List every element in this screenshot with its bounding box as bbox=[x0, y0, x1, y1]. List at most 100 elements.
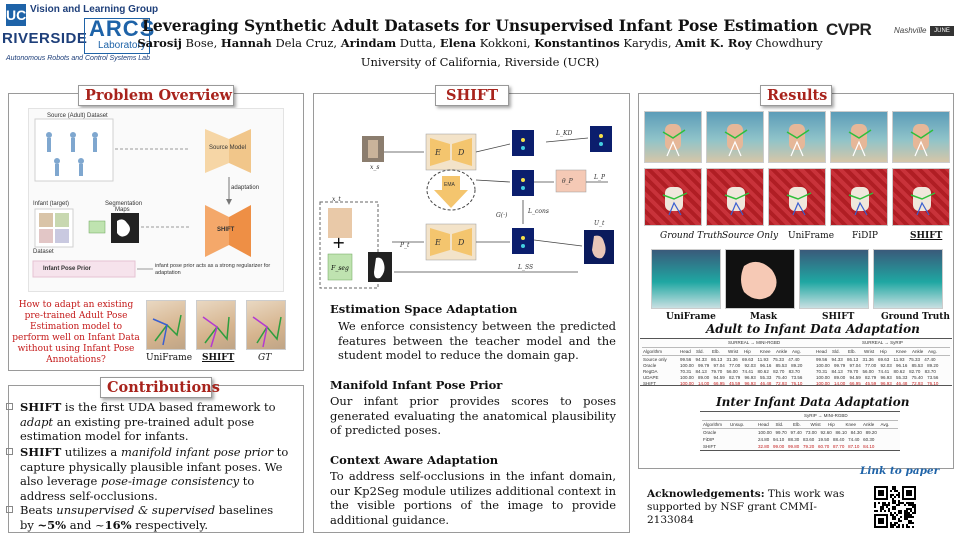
cvpr-date-badge: JUNE 11-15, 2025 bbox=[930, 26, 954, 54]
label-xs: x_s bbox=[370, 164, 380, 171]
label-encoder-top: E bbox=[435, 148, 441, 157]
results-heading: Results bbox=[760, 85, 832, 106]
result-image-top-3 bbox=[830, 111, 888, 163]
table1-col-header: Elb. bbox=[712, 349, 720, 354]
result-image-bottom-3 bbox=[830, 168, 888, 226]
author-name: Elena Kokkoni bbox=[439, 36, 527, 50]
checkbox-icon bbox=[6, 403, 13, 410]
infant-images-icon bbox=[39, 213, 69, 243]
table1-col-header: Avg. bbox=[792, 349, 801, 354]
result-caption-source-only: Source Only bbox=[722, 231, 779, 241]
caption-uniframe: UniFrame bbox=[146, 353, 193, 363]
qr-code-icon[interactable] bbox=[874, 486, 916, 528]
contribution-item-2: SHIFT utilizes a manifold infant pose pr… bbox=[6, 445, 290, 503]
result-image-bottom-2 bbox=[768, 168, 826, 226]
link-to-paper[interactable]: Link to paper bbox=[860, 465, 940, 477]
table2-col-header: Head bbox=[758, 422, 769, 427]
table2-row-name: Oracle bbox=[703, 430, 717, 435]
label-infant-pose-prior: Infant Pose Prior bbox=[43, 266, 92, 272]
affiliation: University of California, Riverside (UCR… bbox=[360, 55, 600, 69]
table1-row-name: UDAPE bbox=[643, 375, 659, 380]
table2-row-name: FiDIP bbox=[703, 437, 715, 442]
label-source-model: Source Model bbox=[209, 145, 247, 151]
table1-row-values: 100.00 99.79 97.04 77.00 92.03 96.16 85.… bbox=[680, 363, 803, 368]
table1-col-header: Wrist bbox=[728, 349, 739, 354]
ucr-logo: UC bbox=[6, 4, 26, 26]
author-name: Konstantinos Karydis bbox=[534, 36, 668, 50]
table1-col-header: Wrist bbox=[864, 349, 875, 354]
table1-row-name: RegDA bbox=[643, 369, 658, 374]
section-title-manifold: Manifold Infant Pose Prior bbox=[330, 378, 503, 392]
heatmap-icon-group bbox=[512, 126, 612, 254]
table2-col-header: Knee bbox=[845, 422, 857, 427]
table1-row-name: Source only bbox=[643, 357, 667, 362]
label-maps: Maps bbox=[115, 207, 130, 213]
table1-row-values: 70.31 84.13 79.70 56.00 74.41 80.62 82.7… bbox=[816, 369, 936, 374]
shift-heading: SHIFT bbox=[435, 85, 509, 106]
table1-col-header: Ankle bbox=[776, 349, 788, 354]
poster-title: Leveraging Synthetic Adult Datasets for … bbox=[141, 16, 819, 35]
infant-thumb-gt bbox=[246, 300, 286, 350]
table1-col-header: Sld. bbox=[696, 349, 704, 354]
result-image-top-0 bbox=[644, 111, 702, 163]
table1-title: Adult to Infant Data Adaptation bbox=[706, 322, 920, 336]
table1-row-values: 100.00 89.00 94.59 82.79 96.93 55.33 75.… bbox=[816, 375, 939, 380]
section-body-context: To address self-occlusions in the infant… bbox=[330, 469, 616, 527]
caption-gt: GT bbox=[258, 353, 272, 363]
table2-col-header: Unsup. bbox=[730, 422, 745, 427]
result-caption2-uniframe: UniFrame bbox=[666, 312, 716, 322]
table1-col-header: Head bbox=[816, 349, 827, 354]
table1-row-name: Oracle bbox=[643, 363, 657, 368]
label-g-op: G(·) bbox=[496, 212, 508, 219]
table1-header-b: SURREAL → SyRIP bbox=[862, 340, 903, 345]
result-image-ground-truth-context bbox=[873, 249, 943, 309]
result-image-shift-context bbox=[799, 249, 869, 309]
table2-col-header: Elb. bbox=[793, 422, 801, 427]
table2-col-header: Sld. bbox=[775, 422, 784, 427]
table1-row-values: 100.00 89.00 94.59 82.79 96.93 55.33 75.… bbox=[680, 375, 803, 380]
acknowledgements: Acknowledgements: This work was supporte… bbox=[647, 488, 845, 526]
svg-text:F_seg: F_seg bbox=[330, 265, 349, 272]
table2-col-header: Wrist bbox=[810, 422, 821, 427]
table2-col-header: Hip bbox=[828, 422, 835, 427]
section-title-context: Context Aware Adaptation bbox=[330, 453, 499, 467]
cvpr-city: Nashville bbox=[894, 26, 927, 35]
table1-row-name: SHIFT bbox=[643, 381, 656, 386]
shift-architecture-diagram: F_seg + bbox=[318, 112, 624, 292]
arcs-lab-text: Laboratory bbox=[98, 40, 146, 51]
adult-to-infant-table: SURREAL → MINI-RGBD SURREAL → SyRIP Head… bbox=[640, 338, 952, 386]
label-source-dataset: Source (Adult) Dataset bbox=[47, 113, 108, 119]
author-name: Amit K. Roy Chowdhury bbox=[675, 36, 823, 50]
label-ema: EMA bbox=[444, 182, 455, 188]
table1-row-values: 100.00 14.00 66.95 45.59 96.93 46.48 72.… bbox=[816, 381, 939, 386]
label-xt: x_t bbox=[332, 196, 341, 203]
table1-row-values: 100.00 99.79 97.04 77.00 92.03 96.16 85.… bbox=[816, 363, 939, 368]
result-image-bottom-1 bbox=[706, 168, 764, 226]
section-body-estimation: We enforce consistency between the predi… bbox=[338, 319, 616, 362]
caption-shift: SHIFT bbox=[202, 353, 235, 363]
section-title-estimation: Estimation Space Adaptation bbox=[330, 302, 518, 316]
label-lcons: L_cons bbox=[528, 208, 549, 215]
contributions-heading: Contributions bbox=[100, 377, 220, 398]
lab-group-name: Vision and Learning Group bbox=[30, 4, 159, 15]
author-name: Sarosij Bose bbox=[137, 36, 214, 50]
label-shift-model: SHIFT bbox=[217, 227, 235, 233]
table1-row-values: 100.00 14.00 66.95 45.59 96.93 46.48 72.… bbox=[680, 381, 803, 386]
source-poses-icon bbox=[46, 132, 98, 176]
table2-row-values: 24.80 94.10 88.30 83.60 19.50 88.40 74.4… bbox=[758, 437, 875, 442]
contributions-panel bbox=[8, 385, 304, 533]
table2-row-name: SHIFT bbox=[703, 444, 716, 449]
table2-col-header: Algorithm bbox=[703, 422, 723, 427]
table1-col-header: Hip bbox=[880, 349, 887, 354]
table1-row-values: 99.56 94.33 86.13 31.36 69.63 11.93 75.3… bbox=[816, 357, 936, 362]
author-name: Arindam Dutta bbox=[340, 36, 433, 50]
table1-col-header: Hip bbox=[744, 349, 751, 354]
problem-overview-diagram bbox=[32, 118, 251, 278]
result-image-top-2 bbox=[768, 111, 826, 163]
label-decoder-bottom: D bbox=[458, 238, 465, 247]
table2-col-header: Ankle bbox=[863, 422, 875, 427]
table1-col-header: Knee bbox=[760, 349, 771, 354]
arcs-subtitle: Autonomous Robots and Control Systems La… bbox=[6, 55, 150, 62]
arcs-logo-box bbox=[84, 18, 150, 54]
